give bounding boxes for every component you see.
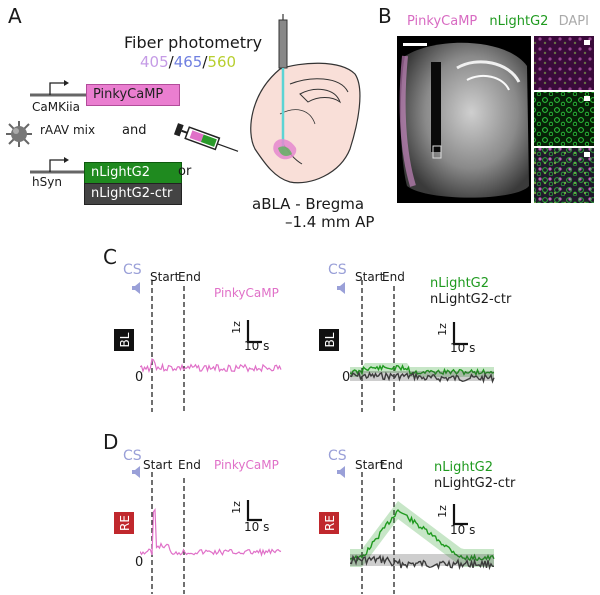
and-label: and [122, 123, 147, 138]
cs-label-c-right: CS [328, 262, 347, 278]
panel-label-c: C [103, 245, 117, 269]
pinkycamp-label-d: PinkyCaMP [214, 458, 279, 472]
trace-plot-d-right [350, 472, 495, 594]
scale-bar-d-left [246, 500, 262, 522]
fiber-photometry-title: Fiber photometry [124, 33, 263, 52]
end-label-d-right: End [380, 458, 403, 472]
zero-label-c-left: 0 [135, 370, 144, 385]
region-line-2: –1.4 mm AP [285, 213, 375, 231]
cs-speaker-icon [337, 282, 345, 294]
promoter-hsyn: hSyn [32, 175, 62, 189]
panel-label-d: D [103, 430, 119, 454]
bl-badge-right: BL [319, 329, 339, 351]
scale-x-c-left: 10 s [244, 339, 270, 353]
wavelength-list: 405/465/560 [140, 53, 236, 71]
wavelength-465: 465 [173, 53, 203, 71]
end-label-d-left: End [178, 458, 201, 472]
scale-bar-c-left [246, 320, 262, 344]
start-label-d-right: Start [355, 458, 385, 472]
start-label-c-left: Start [150, 270, 180, 284]
syringe-icon [173, 123, 239, 152]
promoter-camkiia: CaMKiia [32, 100, 80, 114]
brain-section-schematic [250, 14, 361, 184]
end-label-c-right: End [382, 270, 405, 284]
cs-label-d-left: CS [123, 448, 142, 464]
nlightg2-label-d: nLightG2 [434, 460, 494, 475]
scale-bar-d-right [452, 504, 468, 526]
cs-speaker-icon [132, 282, 140, 294]
nlightg2-ctr-label-d: nLightG2-ctr [434, 476, 516, 491]
scale-x-d-right: 10 s [450, 523, 476, 537]
construct-nlightg2: nLightG2 [84, 162, 182, 184]
construct-nlightg2-ctr: nLightG2-ctr [84, 183, 182, 205]
wavelength-separator: / [202, 53, 208, 71]
zero-label-d-left: 0 [135, 555, 144, 570]
or-label: or [178, 164, 192, 179]
virus-icon [6, 121, 32, 147]
panel-label-a: A [8, 4, 22, 28]
re-badge-right: RE [319, 512, 339, 534]
cs-speaker-icon [337, 466, 345, 478]
scale-x-c-right: 10 s [450, 341, 476, 355]
region-line-1: aBLA - Bregma [252, 195, 365, 213]
nlightg2-label-c: nLightG2 [430, 276, 490, 291]
raav-mix-label: rAAV mix [40, 123, 96, 137]
trace-plot-c-left [140, 280, 282, 412]
zero-label-c-right: 0 [342, 370, 351, 385]
legend-dapi: DAPI [558, 14, 589, 29]
histology-images [397, 36, 594, 203]
end-label-c-left: End [178, 270, 201, 284]
pinkycamp-label-c: PinkyCaMP [214, 286, 279, 300]
scale-x-d-left: 10 s [244, 520, 270, 534]
re-badge-left: RE [114, 512, 134, 534]
cs-label-c-left: CS [123, 262, 142, 278]
legend-pinkycamp: PinkyCaMP [407, 14, 478, 29]
bl-badge-left: BL [114, 329, 134, 351]
trace-plot-c-right [350, 280, 495, 412]
histology-legend: PinkyCaMP nLightG2 DAPI [407, 14, 589, 29]
panel-label-b: B [378, 4, 392, 28]
promoter-arrow-2 [30, 157, 90, 174]
construct-pinkycamp: PinkyCaMP [86, 84, 180, 106]
legend-nlightg2: nLightG2 [489, 14, 549, 29]
wavelength-405: 405 [140, 53, 169, 71]
start-label-d-left: Start [143, 458, 173, 472]
cs-label-d-right: CS [328, 448, 347, 464]
cs-speaker-icon [132, 466, 140, 478]
promoter-arrow-1 [30, 80, 90, 97]
wavelength-separator: / [168, 53, 174, 71]
trace-plot-d-left [140, 472, 282, 594]
nlightg2-ctr-label-c: nLightG2-ctr [430, 292, 512, 307]
wavelength-560: 560 [207, 53, 237, 71]
scale-bar-c-right [452, 322, 468, 346]
